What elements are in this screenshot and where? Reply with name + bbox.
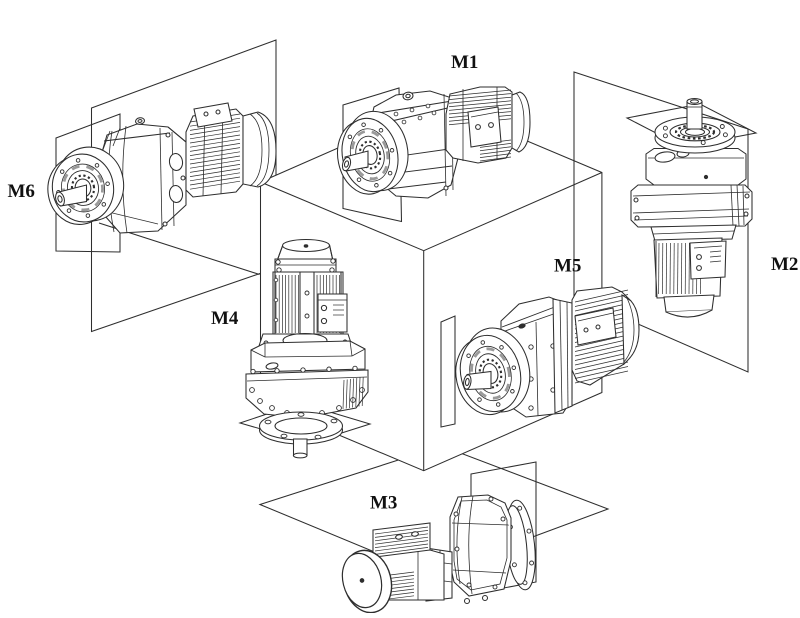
svg-text:M5: M5 xyxy=(554,256,581,277)
svg-text:M3: M3 xyxy=(370,493,397,514)
svg-text:M4: M4 xyxy=(211,308,239,329)
svg-text:M2: M2 xyxy=(771,254,798,275)
svg-text:M6: M6 xyxy=(8,181,35,202)
svg-text:M1: M1 xyxy=(451,52,478,73)
